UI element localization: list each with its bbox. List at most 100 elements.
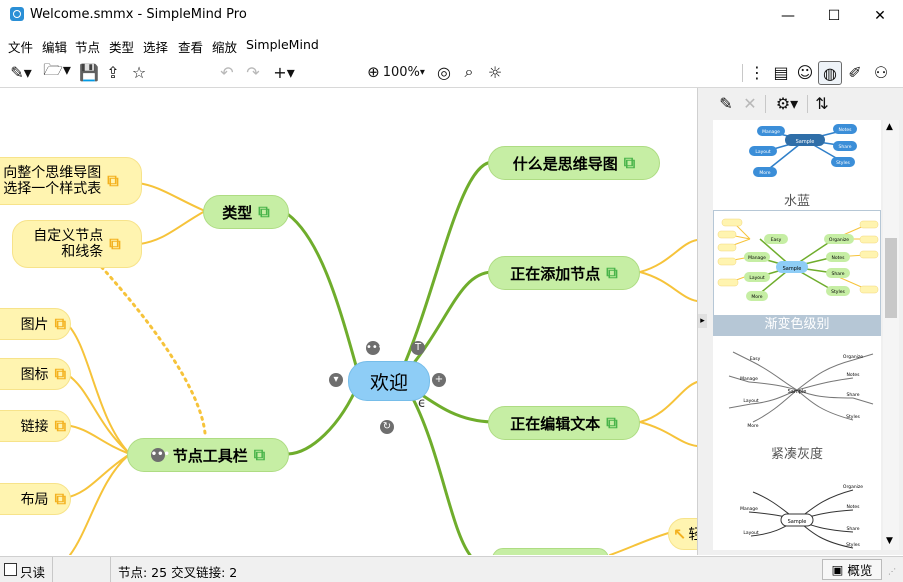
search-button[interactable]: ⌕ (458, 61, 480, 83)
menu-view[interactable]: 查看 (178, 40, 204, 55)
node-bottom-partial[interactable] (492, 548, 609, 555)
connector-handle-icon[interactable]: ϵ (418, 396, 426, 411)
share-icon: ⇪ (106, 62, 120, 82)
external-link-icon[interactable]: ⧉ (54, 364, 66, 383)
scroll-thumb[interactable] (885, 238, 897, 318)
presentation-button[interactable]: ⚇ (868, 61, 894, 83)
node-label: 图片 (20, 317, 49, 333)
external-link-icon[interactable]: ⧉ (623, 153, 636, 172)
edit-style-button[interactable]: ✎ (715, 92, 737, 114)
menu-simplemind[interactable]: SimpleMind (246, 37, 319, 52)
node-layout[interactable]: 布局⧉ (0, 483, 71, 515)
branch-line-bottom (408, 391, 472, 555)
thumb-word: Sample (796, 139, 815, 145)
leaf-line-editing-2 (639, 421, 697, 447)
external-link-icon[interactable]: ↖ (673, 524, 687, 544)
style-thumbnail-next[interactable]: Sample Manage Layout Organize Notes Shar… (713, 470, 881, 550)
style-settings-button[interactable]: ⚙▾ (771, 92, 803, 114)
style-palette-button[interactable]: ◍ (818, 61, 842, 85)
menu-node[interactable]: 节点 (75, 40, 101, 55)
menu-zoom[interactable]: 缩放 (212, 40, 238, 55)
emoji-button[interactable]: ☺ (794, 61, 816, 83)
more-options-icon[interactable]: ••• (150, 448, 170, 462)
node-icon[interactable]: 图标⧉ (0, 358, 71, 390)
overview-button[interactable]: ▣概览 (822, 559, 882, 580)
thumb-word: Notes (847, 504, 861, 510)
node-custom-nodes-lines[interactable]: 自定义节点 和线条 ⧉ (12, 220, 142, 268)
more-options-icon[interactable]: ••• (366, 341, 384, 355)
status-separator (110, 557, 111, 582)
external-link-icon[interactable]: ⧉ (54, 314, 66, 333)
readonly-checkbox[interactable] (4, 563, 17, 576)
external-link-icon[interactable]: ⧉ (107, 171, 119, 190)
focus-button[interactable]: ◎ (433, 61, 455, 83)
zoom-dropdown[interactable]: ⊕ 100% ▾ (365, 61, 427, 83)
style-thumbnail-gray[interactable]: Sample Easy Manage Layout More Organize … (713, 342, 881, 462)
notes-button[interactable]: ▤ (770, 61, 792, 83)
thumb-word: Manage (740, 506, 758, 512)
external-link-icon[interactable]: ⧉ (54, 416, 66, 435)
redo-button[interactable]: ↷ (242, 61, 264, 83)
node-image[interactable]: 图片 ⧉ (0, 308, 71, 340)
resize-grip-icon[interactable]: ⋰ (888, 567, 896, 576)
panel-scrollbar[interactable]: ▲ ▼ (883, 120, 899, 550)
undo-button[interactable]: ↶ (216, 61, 238, 83)
external-link-icon[interactable]: ⧉ (54, 489, 66, 508)
minimize-icon: — (781, 7, 795, 24)
brush-icon: ✐ (848, 62, 862, 82)
external-link-icon[interactable]: ⧉ (258, 202, 270, 221)
sort-button[interactable]: ⇅ (811, 92, 833, 114)
collapse-panel-icon[interactable]: ▸ (698, 314, 707, 328)
favorite-button[interactable]: ☆ (128, 61, 150, 83)
open-button[interactable]: 🗁▾ (40, 60, 74, 83)
node-partial-right[interactable]: ↖轻 (668, 518, 697, 550)
node-apply-stylesheet[interactable]: 向整个思维导图 选择一个样式表 ⧉ (0, 157, 142, 205)
thumb-word: More (759, 170, 770, 176)
style-thumbnail-aqua[interactable]: Sample Manage Layout More Notes Share St… (713, 120, 881, 212)
bulb-icon: ☼ (487, 62, 503, 82)
menu-file[interactable]: 文件 (8, 40, 34, 55)
external-link-icon[interactable]: ⧉ (606, 413, 618, 432)
delete-style-button[interactable]: ✕ (739, 92, 761, 114)
add-child-icon[interactable]: + (432, 373, 446, 387)
add-button[interactable]: +▾ (268, 61, 300, 83)
scroll-up-icon[interactable]: ▲ (886, 122, 893, 132)
relayout-icon[interactable]: ↻ (380, 420, 394, 434)
external-link-icon[interactable]: ⧉ (109, 234, 121, 253)
cross-link-dotted (82, 246, 207, 435)
close-button[interactable]: ✕ (857, 0, 903, 31)
close-icon: ✕ (874, 7, 886, 24)
node-what-is-mindmap[interactable]: 什么是思维导图⧉ (488, 146, 660, 180)
save-button[interactable]: 💾 (78, 61, 100, 83)
node-label: 正在编辑文本 (510, 414, 601, 433)
node-type[interactable]: 类型⧉ (203, 195, 289, 229)
menu-select[interactable]: 选择 (143, 40, 169, 55)
scroll-down-icon[interactable]: ▼ (886, 536, 893, 546)
thumb-word: Organize (843, 484, 863, 490)
minimize-button[interactable]: — (765, 0, 811, 31)
menu-edit[interactable]: 编辑 (42, 40, 68, 55)
new-button[interactable]: ✎▾ (6, 61, 36, 83)
node-link[interactable]: 链接⧉ (0, 410, 71, 442)
external-link-icon[interactable]: ⧉ (606, 263, 618, 282)
thumb-word: Styles (836, 160, 850, 166)
maximize-button[interactable]: ☐ (811, 0, 857, 31)
menu-style[interactable]: 类型 (109, 40, 135, 55)
text-format-icon[interactable]: T (411, 341, 425, 355)
style-thumbnail-list[interactable]: Sample Manage Layout More Notes Share St… (713, 120, 881, 550)
external-link-icon[interactable]: ⧉ (253, 445, 266, 464)
outline-button[interactable]: ⋮ (746, 61, 768, 83)
central-node[interactable]: 欢迎 (348, 361, 430, 401)
collapse-icon[interactable]: ▾ (329, 373, 343, 387)
idea-button[interactable]: ☼ (484, 61, 506, 83)
thumb-word: Organize (829, 237, 849, 243)
panel-splitter[interactable]: ▸ (697, 88, 708, 555)
share-button[interactable]: ⇪ (102, 61, 124, 83)
style-thumbnail-gradient[interactable]: Sample Easy Manage Layout More Organize … (713, 210, 881, 336)
status-separator (52, 557, 53, 582)
node-adding-nodes[interactable]: 正在添加节点⧉ (488, 256, 640, 290)
node-node-toolbar[interactable]: ••• 节点工具栏⧉ (127, 438, 289, 472)
mindmap-canvas[interactable]: 欢迎 ••• T ▾ + ↻ ϵ 什么是思维导图⧉ 正在添加节点⧉ 正在编辑文本… (0, 88, 697, 555)
brush-button[interactable]: ✐ (844, 61, 866, 83)
node-editing-text[interactable]: 正在编辑文本 ⧉ (488, 406, 640, 440)
